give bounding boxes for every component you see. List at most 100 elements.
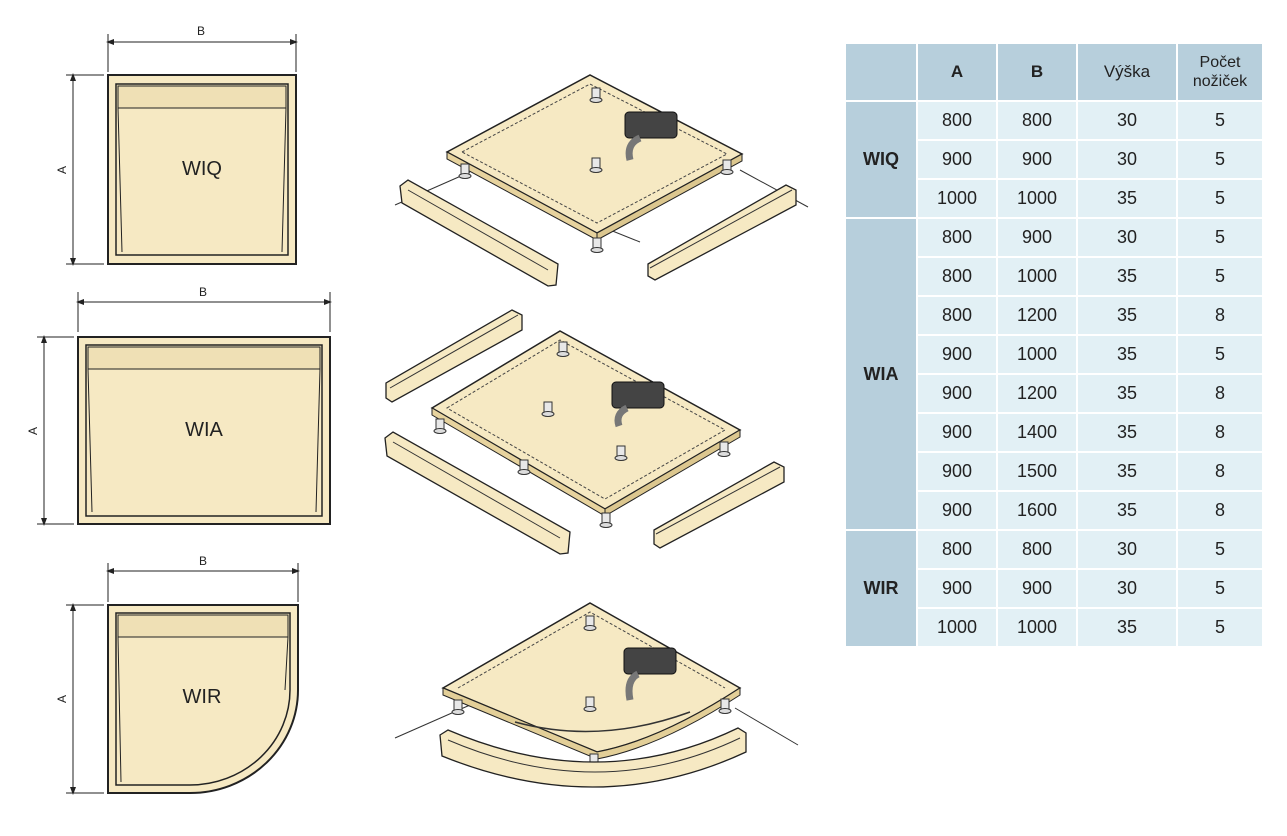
cell-pocet: 8 (1178, 375, 1262, 412)
cell-a: 800 (918, 219, 996, 256)
table-row: 900 1200 35 8 (846, 375, 1262, 412)
cell-a: 800 (918, 297, 996, 334)
cell-vyska: 30 (1078, 141, 1176, 178)
cell-pocet: 8 (1178, 453, 1262, 490)
table-row: WIA 800 900 30 5 (846, 219, 1262, 529)
cell-a: 900 (918, 375, 996, 412)
cell-b: 900 (998, 141, 1076, 178)
header-a: A (918, 44, 996, 100)
cell-vyska: 35 (1078, 414, 1176, 451)
cell-b: 1000 (998, 609, 1076, 646)
header-vyska: Výška (1078, 44, 1176, 100)
cell-b: 1000 (998, 180, 1076, 217)
wiq-height-label: A (55, 166, 69, 174)
wiq-plan-view: B A WIQ (55, 24, 298, 266)
drain-siphon-icon (623, 647, 677, 701)
cell-b: 1200 (998, 375, 1076, 412)
table-row: 800 1200 35 8 (846, 297, 1262, 334)
wiq-width-label: B (197, 24, 205, 38)
cell-pocet: 5 (1178, 336, 1262, 373)
header-b: B (998, 44, 1076, 100)
cell-vyska: 35 (1078, 492, 1176, 529)
cell-vyska: 35 (1078, 336, 1176, 373)
header-pocet-nozicek: Počet nožiček (1178, 44, 1262, 100)
drain-siphon-icon (624, 111, 678, 161)
cell-a: 900 (918, 453, 996, 490)
cell-pocet: 5 (1178, 258, 1262, 295)
wiq-tray-label: WIQ (182, 158, 222, 180)
wir-exploded-view (394, 602, 799, 788)
header-empty (846, 44, 916, 100)
cell-vyska: 35 (1078, 258, 1176, 295)
wir-width-label: B (199, 554, 207, 568)
cell-b: 800 (998, 531, 1076, 568)
cell-pocet: 8 (1178, 414, 1262, 451)
cell-a: 900 (918, 492, 996, 529)
cell-pocet: 8 (1178, 492, 1262, 529)
cell-vyska: 30 (1078, 219, 1176, 256)
cell-pocet: 5 (1178, 219, 1262, 256)
wir-height-label: A (55, 695, 69, 703)
wir-plan-view: B A WIR (55, 554, 300, 795)
cell-b: 1000 (998, 258, 1076, 295)
wia-width-label: B (199, 285, 207, 299)
cell-vyska: 35 (1078, 453, 1176, 490)
cell-pocet: 5 (1178, 141, 1262, 178)
cell-b: 1400 (998, 414, 1076, 451)
table-row: 900 900 30 5 (846, 141, 1262, 178)
cell-a: 1000 (918, 609, 996, 646)
wia-plan-view: B A WIA (26, 285, 332, 526)
cell-vyska: 35 (1078, 180, 1176, 217)
table-row: 1000 1000 35 5 (846, 609, 1262, 646)
cell-a: 900 (918, 141, 996, 178)
cell-a: 900 (918, 414, 996, 451)
cell-b: 1500 (998, 453, 1076, 490)
cell-a: 800 (918, 531, 996, 568)
cell-a: 800 (918, 102, 996, 139)
cell-pocet: 5 (1178, 180, 1262, 217)
cell-pocet: 5 (1178, 102, 1262, 139)
cell-b: 900 (998, 219, 1076, 256)
wia-height-label: A (26, 427, 40, 435)
cell-b: 1000 (998, 336, 1076, 373)
cell-pocet: 5 (1178, 609, 1262, 646)
table-row: WIR 800 800 30 5 (846, 531, 1262, 646)
cell-b: 1200 (998, 297, 1076, 334)
cell-vyska: 30 (1078, 570, 1176, 607)
group-label-wia: WIA (846, 219, 916, 529)
tray-diagrams: B A WIQ B A WIA B A (26, 24, 809, 795)
cell-a: 800 (918, 258, 996, 295)
cell-a: 1000 (918, 180, 996, 217)
table-row: 900 1600 35 8 (846, 492, 1262, 529)
cell-vyska: 35 (1078, 375, 1176, 412)
cell-vyska: 35 (1078, 297, 1176, 334)
wir-tray-label: WIR (183, 686, 222, 708)
cell-vyska: 30 (1078, 102, 1176, 139)
group-label-wiq: WIQ (846, 102, 916, 217)
wia-tray-label: WIA (185, 419, 223, 441)
cell-b: 800 (998, 102, 1076, 139)
wiq-exploded-view (394, 74, 809, 287)
wir-tray-outline (107, 604, 299, 794)
spec-table: A B Výška Počet nožiček WIQ 800 800 30 5… (844, 42, 1264, 648)
table-row: WIQ 800 800 30 5 (846, 102, 1262, 217)
table-header-row: A B Výška Počet nožiček (846, 44, 1262, 100)
cell-vyska: 30 (1078, 531, 1176, 568)
cell-a: 900 (918, 336, 996, 373)
cell-pocet: 5 (1178, 531, 1262, 568)
wia-exploded-view (384, 309, 785, 555)
table-row: 900 1500 35 8 (846, 453, 1262, 490)
cell-vyska: 35 (1078, 609, 1176, 646)
table-row: 900 900 30 5 (846, 570, 1262, 607)
cell-pocet: 5 (1178, 570, 1262, 607)
table-row: 900 1400 35 8 (846, 414, 1262, 451)
table-row: 1000 1000 35 5 (846, 180, 1262, 217)
table-row: 900 1000 35 5 (846, 336, 1262, 373)
table-row: 800 1000 35 5 (846, 258, 1262, 295)
cell-a: 900 (918, 570, 996, 607)
drain-siphon-icon (611, 381, 665, 428)
cell-b: 1600 (998, 492, 1076, 529)
group-label-wir: WIR (846, 531, 916, 646)
cell-b: 900 (998, 570, 1076, 607)
cell-pocet: 8 (1178, 297, 1262, 334)
